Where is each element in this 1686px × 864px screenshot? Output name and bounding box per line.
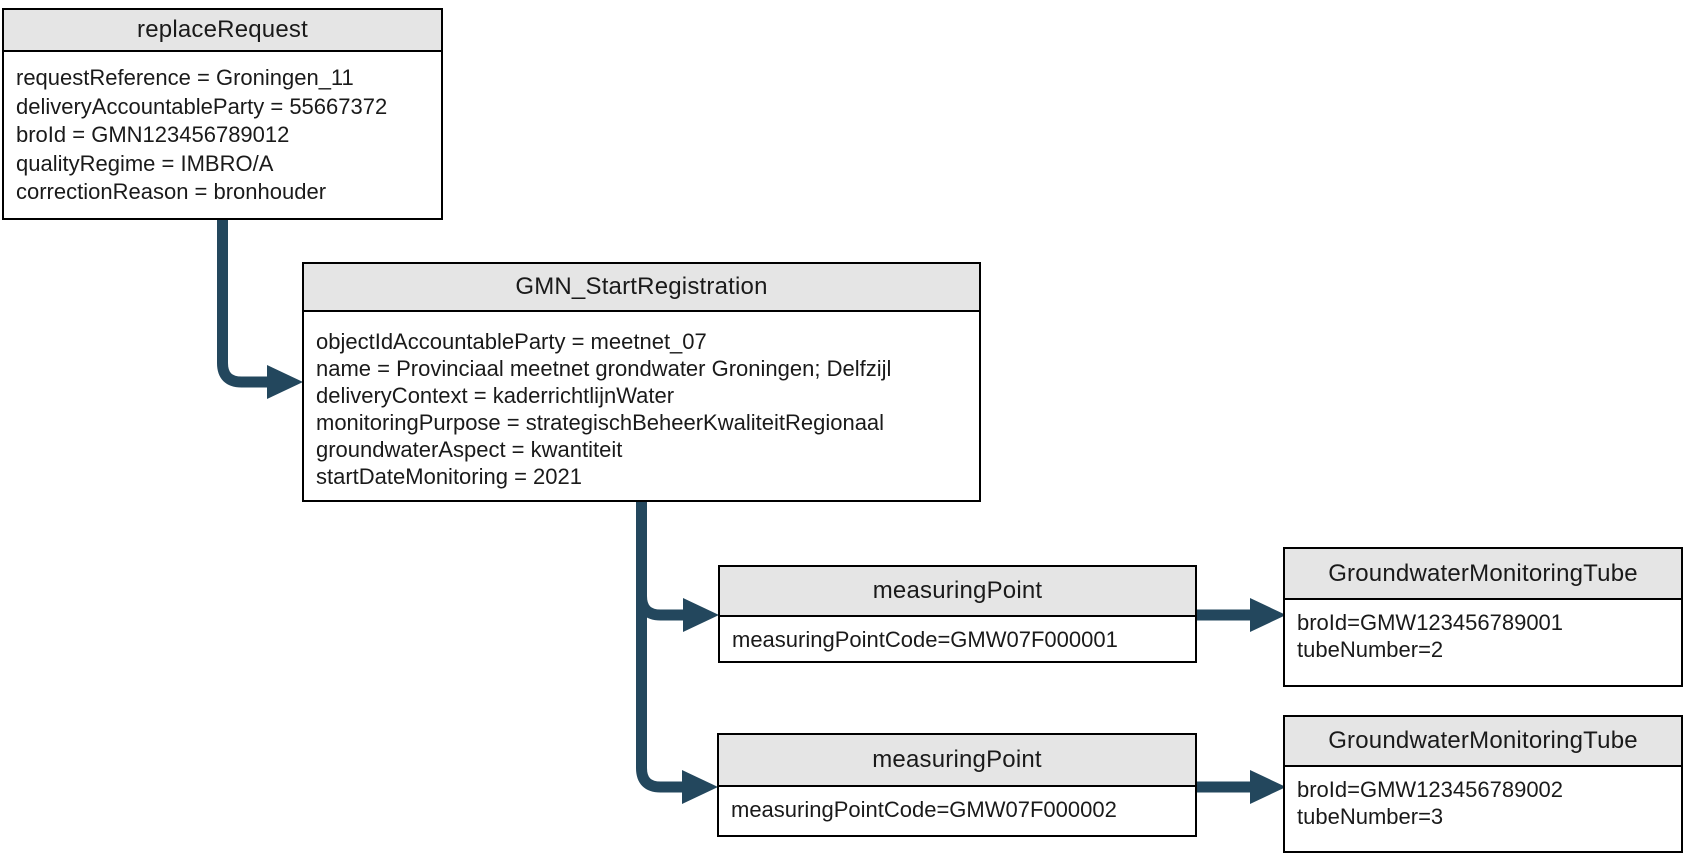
node-gmn-start-registration: GMN_StartRegistration objectIdAccountabl… [302, 262, 981, 502]
arrowhead-gmn-to-measuringpoint-2 [682, 770, 718, 804]
attribute-line: deliveryAccountableParty = 55667372 [16, 93, 388, 119]
node-groundwater-monitoring-tube-2-body: broId=GMW123456789002 tubeNumber=3 [1285, 767, 1681, 830]
attribute-line: correctionReason = bronhouder [16, 179, 327, 204]
arrowhead-measuringpoint1-to-tube1 [1250, 598, 1286, 632]
node-replace-request: replaceRequest requestReference = Gronin… [2, 8, 443, 220]
attribute-line: measuringPointCode=GMW07F000002 [731, 797, 1117, 822]
arrowhead-replace-to-gmn [267, 365, 303, 399]
node-groundwater-monitoring-tube-1-body: broId=GMW123456789001 tubeNumber=2 [1285, 600, 1681, 663]
node-replace-request-title: replaceRequest [4, 10, 441, 52]
node-measuring-point-2-body: measuringPointCode=GMW07F000002 [719, 787, 1195, 823]
attribute-line: measuringPointCode=GMW07F000001 [732, 627, 1118, 652]
node-measuring-point-2-title: measuringPoint [719, 735, 1195, 787]
attribute-line: deliveryContext = kaderrichtlijnWater [316, 383, 675, 408]
node-groundwater-monitoring-tube-1: GroundwaterMonitoringTube broId=GMW12345… [1283, 547, 1683, 687]
attribute-line: requestReference = Groningen_11 [16, 65, 354, 90]
arrow-gmn-to-measuringpoint-1 [636, 502, 688, 621]
attribute-line: name = Provinciaal meetnet grondwater Gr… [316, 356, 892, 381]
attribute-line: qualityRegime = IMBRO/A [16, 150, 274, 176]
node-gmn-start-registration-title: GMN_StartRegistration [304, 264, 979, 312]
node-groundwater-monitoring-tube-2-title: GroundwaterMonitoringTube [1285, 717, 1681, 767]
node-groundwater-monitoring-tube-1-title: GroundwaterMonitoringTube [1285, 549, 1681, 600]
node-measuring-point-1: measuringPoint measuringPointCode=GMW07F… [718, 565, 1197, 663]
node-replace-request-body: requestReference = Groningen_11 delivery… [4, 52, 441, 207]
attribute-line: broId=GMW123456789002 [1297, 777, 1564, 802]
node-gmn-start-registration-body: objectIdAccountableParty = meetnet_07 na… [304, 312, 979, 490]
attribute-line: tubeNumber=2 [1297, 637, 1444, 662]
attribute-line: monitoringPurpose = strategischBeheerKwa… [316, 410, 885, 435]
node-measuring-point-2: measuringPoint measuringPointCode=GMW07F… [717, 733, 1197, 837]
attribute-line: startDateMonitoring = 2021 [316, 464, 582, 489]
arrowhead-gmn-to-measuringpoint-1 [683, 598, 719, 632]
attribute-line: groundwaterAspect = kwantiteit [316, 437, 623, 462]
node-measuring-point-1-title: measuringPoint [720, 567, 1195, 617]
attribute-line: tubeNumber=3 [1297, 804, 1444, 829]
node-measuring-point-1-body: measuringPointCode=GMW07F000001 [720, 617, 1195, 653]
arrowhead-measuringpoint2-to-tube2 [1250, 770, 1286, 804]
arrow-gmn-to-measuringpoint-2 [636, 502, 687, 793]
attribute-line: broId = GMN123456789012 [16, 122, 290, 147]
node-groundwater-monitoring-tube-2: GroundwaterMonitoringTube broId=GMW12345… [1283, 715, 1683, 853]
attribute-line: broId=GMW123456789001 [1297, 610, 1564, 635]
attribute-line: objectIdAccountableParty = meetnet_07 [316, 329, 707, 354]
arrow-replace-to-gmn [217, 220, 272, 388]
